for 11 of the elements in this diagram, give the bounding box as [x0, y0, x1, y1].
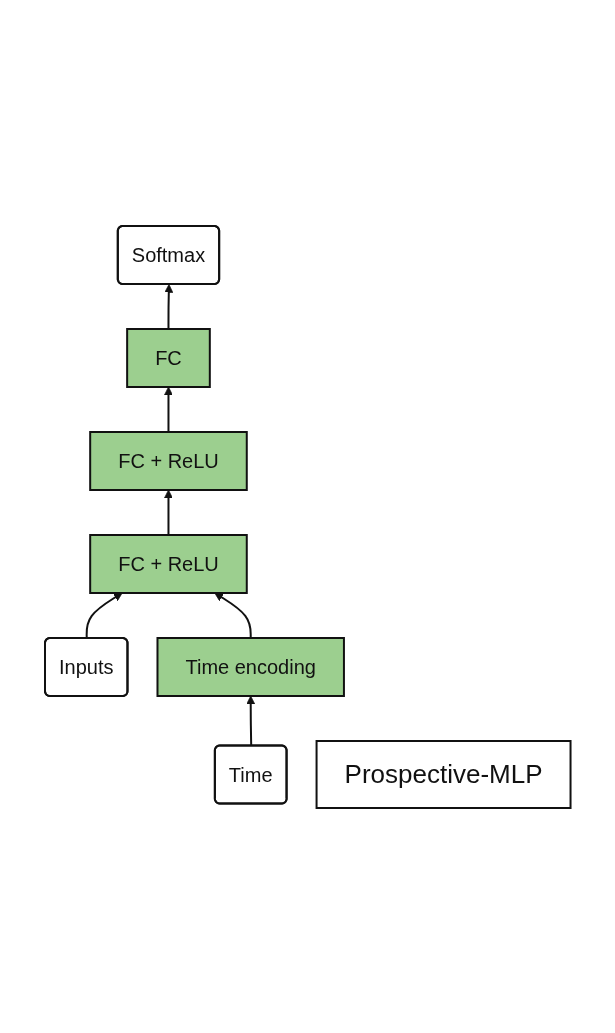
arrow	[246, 695, 255, 747]
arrow	[163, 489, 173, 536]
arrow	[85, 592, 123, 639]
arrow	[164, 283, 173, 330]
node-box: Time encoding	[156, 636, 345, 697]
node-box: FC + ReLU	[88, 430, 248, 491]
node-box: Prospective-MLP	[315, 739, 572, 809]
node-box: FC + ReLU	[88, 533, 248, 594]
arrow	[214, 592, 252, 639]
node-box: FC	[125, 327, 211, 388]
arrow	[163, 386, 173, 433]
